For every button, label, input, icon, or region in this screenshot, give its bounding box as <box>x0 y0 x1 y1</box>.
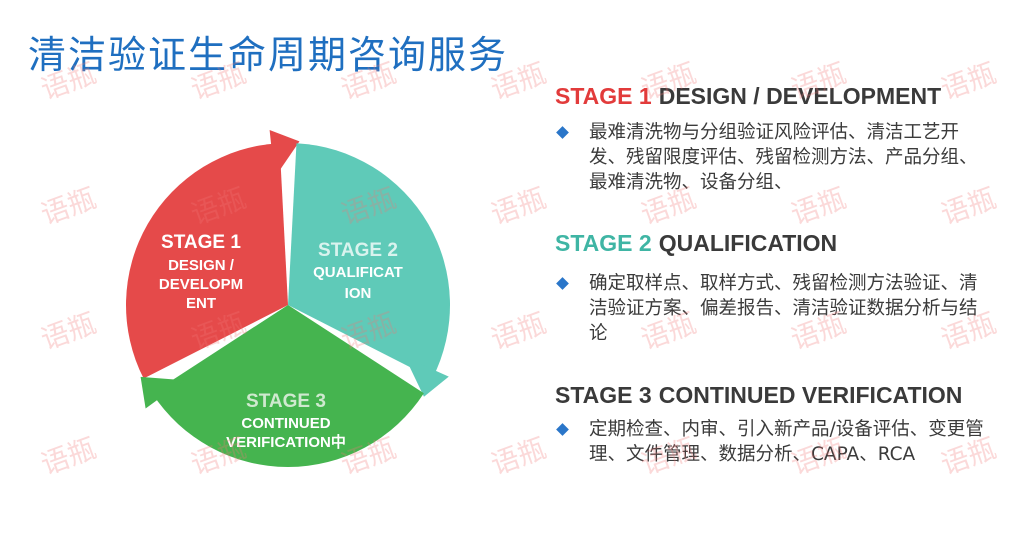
stage2-segment <box>288 143 450 379</box>
stage3-line2: VERIFICATION中 <box>226 433 346 451</box>
stage1-line3: ENT <box>186 295 216 312</box>
stage3-arrow <box>140 376 185 409</box>
watermark: 语瓶 <box>36 306 101 357</box>
diamond-bullet-icon <box>556 126 569 139</box>
stage1-arrow <box>269 129 300 178</box>
stage2-heading-rest: QUALIFICATION <box>658 230 838 256</box>
stage3-line1: CONTINUED <box>241 415 330 432</box>
watermark: 语瓶 <box>36 181 101 232</box>
diamond-bullet-icon <box>556 423 569 436</box>
page-title: 清洁验证生命周期咨询服务 <box>28 33 509 77</box>
stage1-heading-rest: DESIGN / DEVELOPMENT <box>658 83 942 109</box>
diamond-bullet-icon <box>556 277 569 290</box>
watermark: 语瓶 <box>36 431 101 482</box>
lifecycle-cycle-diagram: STAGE 1 DESIGN / DEVELOPM ENT STAGE 2 QU… <box>126 129 450 468</box>
stage2-line2: ION <box>345 285 372 302</box>
watermark: 语瓶 <box>486 431 551 482</box>
stage3-heading-rest: CONTINUED VERIFICATION <box>658 382 963 408</box>
stage3-heading-lead: STAGE 3 <box>555 382 652 408</box>
stage3-description: 定期检查、内审、引入新产品/设备评估、变更管理、文件管理、数据分析、CAPA、R… <box>555 417 994 467</box>
stage2-arrow <box>404 357 449 397</box>
stage3-label: STAGE 3 <box>246 391 326 412</box>
stage1-segment <box>126 143 288 379</box>
stage1-description-text: 最难清洗物与分组验证风险评估、清洁工艺开发、残留限度评估、残留检测方法、产品分组… <box>589 122 978 193</box>
stage2-description: 确定取样点、取样方式、残留检测方法验证、清洁验证方案、偏差报告、清洁验证数据分析… <box>555 271 994 346</box>
stage1-line2: DEVELOPM <box>159 276 243 293</box>
stage2-description-text: 确定取样点、取样方式、残留检测方法验证、清洁验证方案、偏差报告、清洁验证数据分析… <box>589 273 978 344</box>
watermark: 语瓶 <box>486 181 551 232</box>
stage1-description: 最难清洗物与分组验证风险评估、清洁工艺开发、残留限度评估、残留检测方法、产品分组… <box>555 120 994 195</box>
stage2-line1: QUALIFICAT <box>313 264 403 281</box>
stage1-line1: DESIGN / <box>168 257 235 274</box>
stage1-heading-lead: STAGE 1 <box>555 83 652 109</box>
stage3-segment <box>152 305 424 468</box>
watermark: 语瓶 <box>486 306 551 357</box>
stage2-heading-lead: STAGE 2 <box>555 230 652 256</box>
stage3-description-text: 定期检查、内审、引入新产品/设备评估、变更管理、文件管理、数据分析、CAPA、R… <box>589 419 984 465</box>
stage1-label: STAGE 1 <box>161 232 241 253</box>
stage2-label: STAGE 2 <box>318 240 398 261</box>
